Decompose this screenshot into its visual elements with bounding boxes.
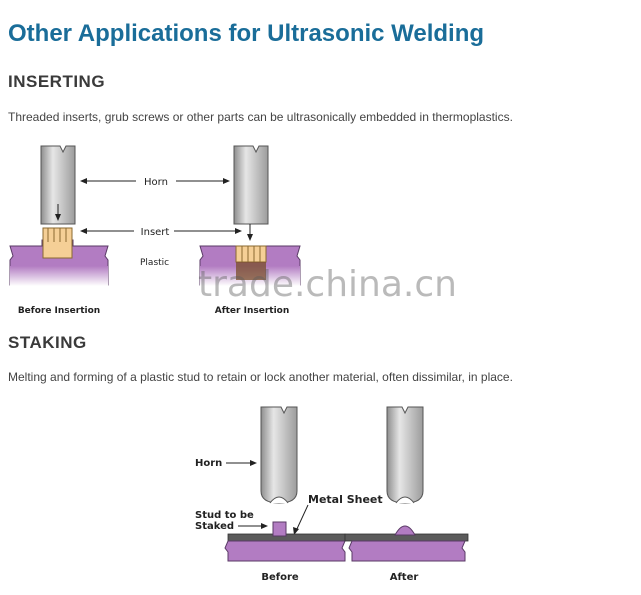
staking-description: Melting and forming of a plastic stud to…	[8, 370, 513, 384]
staking-plastic-after	[344, 525, 469, 562]
insert-after	[235, 245, 267, 280]
horn-label: Horn	[144, 177, 168, 188]
metal-sheet-label: Metal Sheet	[308, 493, 383, 506]
insert-label-arrows	[55, 204, 253, 241]
staking-horn-label: Horn	[195, 458, 222, 469]
inserting-diagram: Horn Insert Plastic Before In	[9, 145, 301, 316]
staking-horn-before	[260, 406, 298, 504]
staking-plastic-before	[224, 521, 346, 562]
staking-horn-after	[386, 406, 424, 504]
after-insertion-label: After Insertion	[215, 306, 290, 316]
plastic-label: Plastic	[140, 258, 169, 268]
plastic-before	[9, 239, 109, 286]
insert-label: Insert	[141, 227, 170, 238]
before-insertion-label: Before Insertion	[18, 306, 100, 316]
staking-heading: STAKING	[8, 333, 87, 352]
page-title: Other Applications for Ultrasonic Weldin…	[8, 20, 485, 47]
staking-diagram: Horn Metal Sheet Stud to be Staked Befor…	[195, 406, 469, 583]
staking-before-label: Before	[261, 572, 299, 583]
inserting-description: Threaded inserts, grub screws or other p…	[8, 110, 513, 124]
horn-after	[233, 145, 269, 225]
inserting-heading: INSERTING	[8, 72, 106, 91]
insert-before	[42, 227, 73, 259]
stud-label-line1: Stud to be	[195, 510, 254, 521]
horn-label-arrows	[80, 178, 230, 184]
staking-after-label: After	[390, 572, 419, 583]
stud-label-line2: Staked	[195, 521, 234, 532]
horn-before	[40, 145, 76, 225]
